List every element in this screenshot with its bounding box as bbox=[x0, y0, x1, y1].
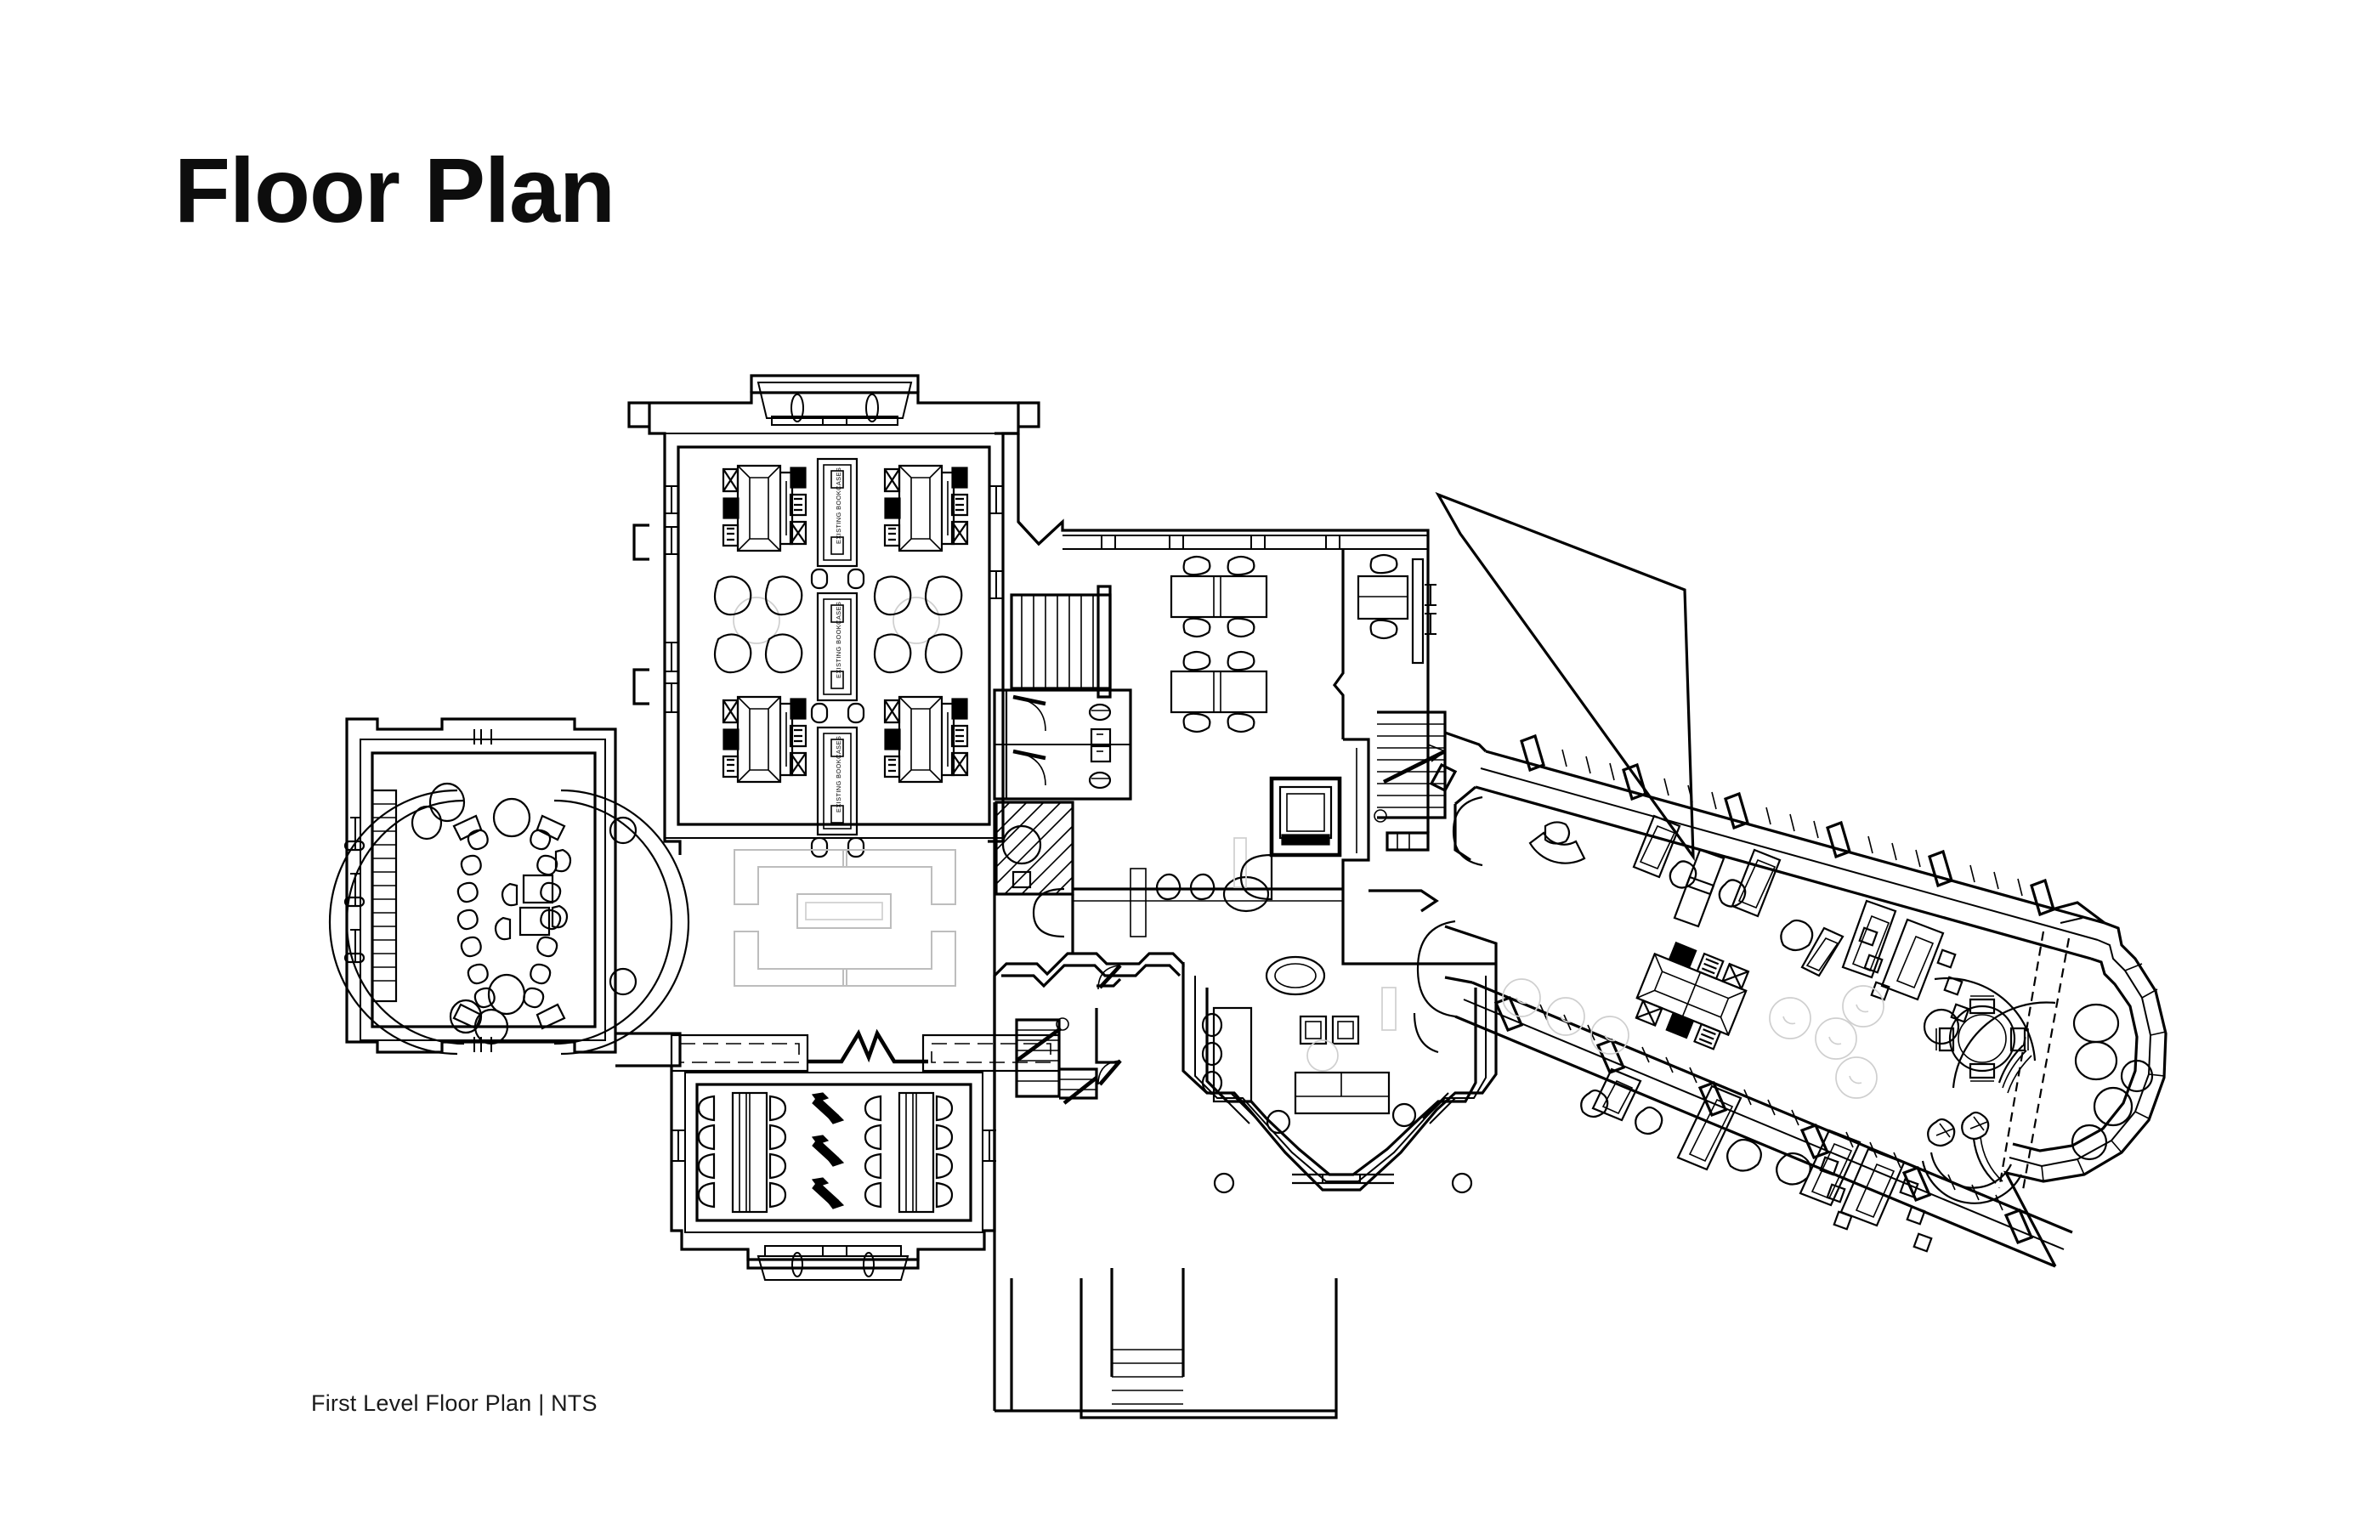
lobby-stair bbox=[1015, 1017, 1098, 1105]
stair-run bbox=[1010, 585, 1112, 699]
table-chairs-right bbox=[768, 1095, 787, 1209]
workstation-pod bbox=[1580, 1067, 1663, 1135]
existing-bookcase-run: EXISTING BOOKCASES bbox=[816, 726, 858, 836]
conference-table bbox=[697, 1091, 787, 1214]
reception-counter bbox=[1032, 837, 1343, 938]
desk-cluster bbox=[1635, 941, 1750, 1050]
stair-run bbox=[1374, 711, 1447, 823]
workstation-pod bbox=[1632, 814, 1747, 928]
workstation-pod bbox=[1799, 1129, 1933, 1253]
bookcase-label: EXISTING BOOKCASES bbox=[835, 602, 842, 678]
courtyard-polygon bbox=[1435, 491, 1695, 862]
existing-ghost-furniture bbox=[734, 849, 956, 987]
table-chairs-right bbox=[935, 1095, 954, 1209]
bookcase-caster-pair bbox=[810, 702, 865, 724]
table-chairs-left bbox=[697, 1095, 716, 1209]
zone-entry-lobby bbox=[993, 952, 1498, 1419]
workstation-pod bbox=[1731, 848, 1844, 977]
hatched-stair-shaft bbox=[994, 801, 1074, 896]
bookcase-label: EXISTING BOOKCASES bbox=[835, 736, 842, 812]
plan-caption: First Level Floor Plan | NTS bbox=[311, 1390, 598, 1416]
west-room-windows bbox=[343, 817, 366, 964]
north-wing-east-windows bbox=[989, 485, 1003, 599]
west-wall-millwork bbox=[371, 789, 398, 1003]
workstation-pod bbox=[1841, 899, 1970, 1045]
desk-cluster bbox=[722, 695, 808, 784]
mobile-carts bbox=[811, 1092, 845, 1209]
northeast-office bbox=[1332, 544, 1436, 833]
exterior-steps bbox=[993, 1066, 1338, 1419]
bookcase-caster-pair bbox=[810, 568, 865, 590]
round-meeting-table bbox=[1935, 995, 2029, 1082]
apse-seating bbox=[2071, 1003, 2154, 1161]
restrooms bbox=[993, 688, 1132, 801]
zone-south-conference bbox=[670, 1066, 996, 1281]
ghost-seating-markers bbox=[1502, 978, 1884, 1099]
existing-bookcase-run: EXISTING BOOKCASES bbox=[816, 592, 858, 702]
misc-connecting-walls bbox=[993, 432, 1498, 1066]
zone-north-open-office: EXISTING BOOKCASES EXISTING BOOKCASES bbox=[627, 374, 1040, 858]
corridor-connector bbox=[615, 1028, 1061, 1073]
north-entry-porch bbox=[627, 374, 1040, 428]
curved-partitions bbox=[1921, 1111, 2022, 1204]
assembly-seating-ring bbox=[328, 782, 690, 1056]
diagonal-north-wall bbox=[1475, 733, 2105, 960]
existing-bookcase-spine: EXISTING BOOKCASES EXISTING BOOKCASES bbox=[810, 457, 865, 858]
zone-east-apse bbox=[1934, 901, 2168, 1267]
round-room-corner-door bbox=[609, 816, 638, 996]
assembly-center-tables bbox=[494, 848, 572, 941]
zone-center-core bbox=[993, 433, 1447, 938]
wing-west-junction bbox=[1413, 731, 1488, 1054]
perimeter-stools bbox=[411, 782, 531, 1045]
lobby-furniture bbox=[1201, 955, 1397, 1115]
diagonal-south-wall bbox=[1454, 981, 2073, 1268]
page-title: Floor Plan bbox=[174, 139, 615, 241]
zone-east-diagonal-wing bbox=[1413, 731, 2105, 1268]
meeting-table bbox=[1170, 555, 1268, 638]
desk-cluster bbox=[883, 695, 969, 784]
ring-chairs-left bbox=[456, 829, 496, 1009]
meeting-table bbox=[1170, 650, 1268, 733]
lounge-chair bbox=[1528, 821, 1586, 864]
apse-curved-dividers bbox=[1934, 977, 2056, 1184]
south-entry-porch bbox=[746, 1245, 920, 1281]
desk-cluster bbox=[722, 464, 808, 552]
ring-chairs-right bbox=[523, 829, 562, 1009]
conference-table bbox=[864, 1091, 954, 1214]
existing-bookcase-run: EXISTING BOOKCASES bbox=[816, 457, 858, 568]
lounge-seating-group bbox=[713, 575, 803, 674]
bookcase-label: EXISTING BOOKCASES bbox=[835, 467, 842, 544]
zone-west-round-room bbox=[328, 717, 690, 1056]
desk-cluster bbox=[883, 464, 969, 552]
fireplace-element bbox=[1239, 776, 1342, 901]
north-wing-west-windows bbox=[632, 485, 678, 713]
bookcase-caster-pair bbox=[810, 836, 865, 858]
lounge-seating-group bbox=[873, 575, 963, 674]
table-chairs-left bbox=[864, 1095, 882, 1209]
